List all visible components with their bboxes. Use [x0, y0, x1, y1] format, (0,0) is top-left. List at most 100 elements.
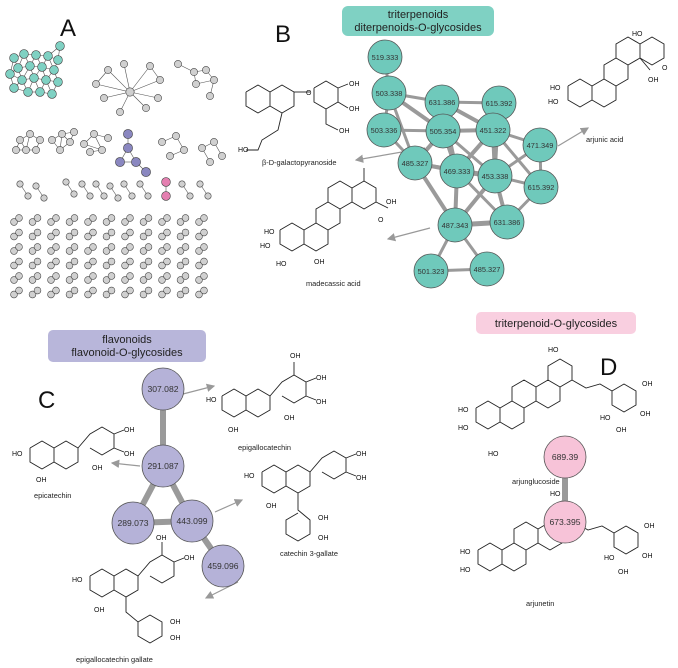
overview-node: [210, 138, 218, 146]
overview-node: [15, 214, 23, 222]
overview-node: [116, 108, 124, 116]
overview-node: [121, 290, 129, 299]
overview-node: [126, 214, 134, 222]
overview-node: [131, 157, 141, 167]
overview-node: [198, 144, 206, 152]
svg-text:OH: OH: [156, 535, 167, 542]
overview-node: [102, 276, 111, 284]
overview-node: [70, 257, 79, 266]
overview-node: [84, 261, 92, 270]
overview-node: [196, 180, 204, 188]
overview-node: [10, 261, 18, 270]
panel-d-node: [543, 500, 587, 544]
overview-node: [41, 75, 51, 85]
overview-node: [104, 66, 112, 74]
overview-node: [10, 218, 18, 226]
overview-node: [126, 257, 134, 266]
structure-madecassic-acid: [279, 168, 389, 252]
overview-node: [166, 152, 174, 160]
overview-node: [33, 228, 42, 237]
overview-node: [144, 257, 153, 266]
overview-node: [102, 218, 111, 226]
svg-text:O: O: [306, 90, 312, 97]
overview-node: [52, 257, 60, 266]
panel-b-node: [367, 39, 403, 75]
panel-b-node-label: 503.338: [376, 89, 403, 98]
caption-epigallocatechin-gallate: epigallocatechin gallate: [76, 655, 153, 664]
overview-node: [24, 192, 32, 200]
panel-c-letter: C: [38, 387, 55, 414]
arrow-to-madecassic-acid: [386, 227, 431, 242]
overview-node: [154, 94, 162, 102]
overview-node: [120, 180, 128, 188]
panel-b-node: [437, 207, 473, 243]
svg-text:HO: HO: [458, 407, 469, 414]
svg-text:OH: OH: [316, 399, 327, 406]
overview-node: [156, 76, 164, 84]
panel-b-node-label: 519.333: [372, 53, 399, 62]
overview-node: [35, 87, 45, 97]
overview-node: [163, 243, 171, 251]
arrow-to-arjunic-acid: [557, 127, 590, 147]
panel-b-node-label: 485.327: [402, 159, 429, 168]
overview-node: [89, 286, 97, 295]
panel-c-node: [141, 367, 185, 411]
overview-node: [47, 232, 55, 241]
overview-node: [28, 261, 37, 270]
svg-text:OH: OH: [644, 523, 655, 530]
overview-node: [180, 146, 188, 154]
panel-b-node: [397, 145, 433, 181]
overview-node: [195, 218, 203, 226]
panel-b-node-label: 469.333: [444, 167, 471, 176]
panel-d-node-label: 673.395: [549, 517, 580, 527]
svg-text:HO: HO: [12, 451, 23, 458]
overview-node: [181, 272, 190, 280]
panel-b-node-label: 631.386: [429, 98, 456, 107]
overview-node: [102, 232, 111, 241]
svg-text:OH: OH: [36, 477, 47, 484]
overview-node: [144, 272, 153, 280]
overview-node: [84, 247, 92, 255]
panel-b-node: [475, 112, 511, 148]
panel-c-header-box: [48, 330, 206, 362]
overview-node: [28, 290, 37, 299]
panel-b-header-line2: diterpenoids-O-glycosides: [354, 22, 482, 34]
overview-node: [210, 76, 218, 84]
overview-node: [84, 232, 92, 241]
overview-node: [70, 272, 79, 280]
panel-b-node-label: 631.386: [494, 218, 521, 227]
overview-node: [9, 53, 19, 63]
overview-node: [181, 257, 190, 266]
svg-text:HO: HO: [550, 85, 561, 92]
overview-node: [26, 130, 34, 138]
overview-node: [144, 286, 153, 295]
svg-text:OH: OH: [648, 77, 659, 84]
overview-node: [15, 286, 23, 295]
overview-node: [25, 61, 35, 71]
overview-node: [200, 257, 208, 266]
overview-node: [161, 177, 171, 187]
panel-a-network-overview: [5, 41, 226, 299]
overview-node: [158, 218, 166, 226]
svg-text:OH: OH: [640, 411, 651, 418]
overview-node: [142, 104, 150, 112]
panel-b-node: [469, 251, 505, 287]
svg-text:OH: OH: [356, 451, 367, 458]
overview-node: [141, 167, 151, 177]
svg-text:HO: HO: [264, 229, 275, 236]
overview-node: [163, 228, 171, 237]
panel-c-header-line2: flavonoid-O-glycosides: [71, 347, 183, 359]
overview-node: [195, 247, 203, 255]
overview-node: [89, 228, 97, 237]
overview-node: [86, 148, 94, 156]
svg-text:OH: OH: [170, 619, 181, 626]
arrow-to-epicatechin: [110, 459, 141, 468]
overview-node: [84, 218, 92, 226]
overview-node: [65, 290, 74, 299]
svg-text:HO: HO: [72, 577, 83, 584]
overview-node: [181, 214, 190, 222]
overview-node: [86, 192, 94, 200]
overview-node: [89, 257, 97, 266]
structure-arjunglucoside-i: [475, 358, 637, 430]
overview-node: [190, 68, 198, 76]
